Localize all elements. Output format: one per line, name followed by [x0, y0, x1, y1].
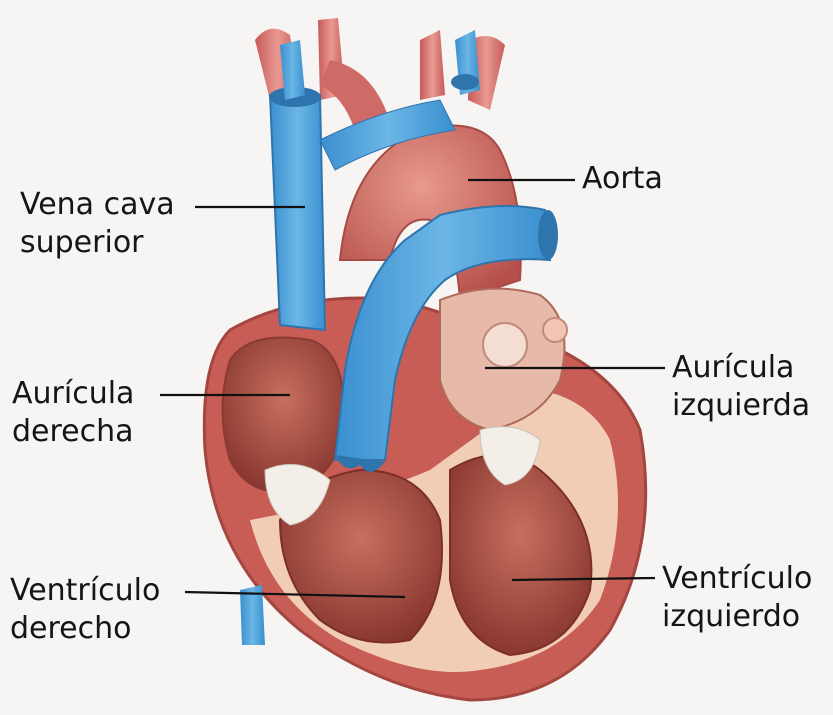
label-aorta: Aorta — [582, 160, 663, 198]
label-auricula-izquierda: Aurícula izquierda — [672, 349, 810, 425]
label-ventriculo-derecho-line2: derecho — [10, 610, 160, 648]
label-auricula-izquierda-line1: Aurícula — [672, 349, 810, 387]
label-vena-cava-superior: Vena cava superior — [20, 186, 175, 262]
label-ventriculo-izquierdo: Ventrículo izquierdo — [662, 560, 812, 636]
label-ventriculo-izquierdo-line2: izquierdo — [662, 598, 812, 636]
label-ventriculo-izquierdo-line1: Ventrículo — [662, 560, 812, 598]
label-vena-cava-line2: superior — [20, 224, 175, 262]
label-aorta-line1: Aorta — [582, 160, 663, 198]
label-auricula-derecha: Aurícula derecha — [12, 375, 134, 451]
label-ventriculo-derecho: Ventrículo derecho — [10, 572, 160, 648]
label-auricula-derecha-line1: Aurícula — [12, 375, 134, 413]
label-auricula-derecha-line2: derecha — [12, 413, 134, 451]
label-auricula-izquierda-line2: izquierda — [672, 387, 810, 425]
label-vena-cava-line1: Vena cava — [20, 186, 175, 224]
label-ventriculo-derecho-line1: Ventrículo — [10, 572, 160, 610]
